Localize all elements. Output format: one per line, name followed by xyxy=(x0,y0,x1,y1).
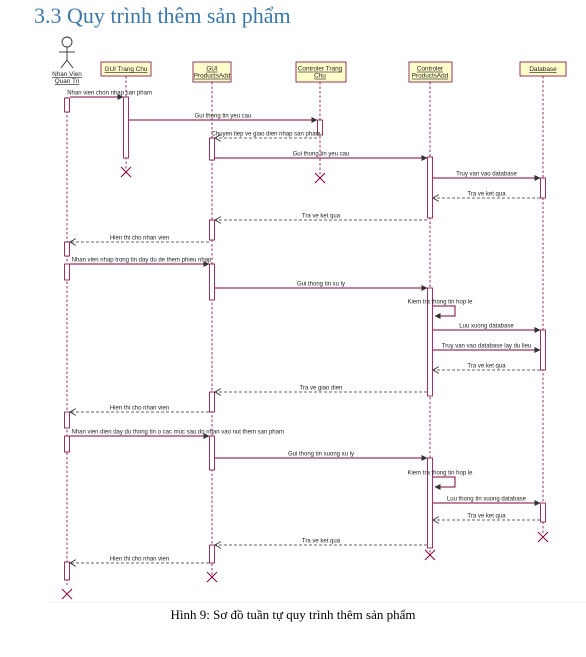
participant-label: ProductsAdd xyxy=(412,73,449,80)
activation-bar xyxy=(64,411,70,429)
participant-box xyxy=(192,61,232,83)
message-label: Gui thong tin yeu cau xyxy=(293,152,350,158)
activation-bar xyxy=(427,457,433,549)
activation-bar xyxy=(64,561,70,581)
destroy-marker-icon xyxy=(120,166,132,178)
message-label: Gui thong tin xuong xu ly xyxy=(288,452,354,458)
activation-bar xyxy=(209,391,215,413)
activation-bar xyxy=(64,97,70,113)
actor-label: Nhan Vien xyxy=(52,71,82,78)
activation-bar xyxy=(540,329,546,371)
participant-label: Chu xyxy=(314,73,326,80)
message-label: Tra ve ket qua xyxy=(467,364,506,370)
activation-bar xyxy=(540,177,546,199)
figure-caption: Hình 9: Sơ đồ tuần tự quy trình thêm sản… xyxy=(170,607,416,622)
self-message-arrow xyxy=(433,476,456,490)
message-label: Kiem tra thong tin hop le xyxy=(407,300,473,306)
message-label: Tra ve ket qua xyxy=(467,192,506,198)
message-label: Chuyen tiep ve giao dien nhap san pham xyxy=(211,132,320,138)
self-message-arrow xyxy=(433,305,456,319)
activation-bar xyxy=(64,241,70,257)
message-label: Nhan vien nhap trong tin day du de them … xyxy=(72,258,212,264)
activation-bar xyxy=(64,435,70,453)
participant-label: GUI Trang Chu xyxy=(105,66,148,73)
message-label: Luu thong tin xuong database xyxy=(447,497,527,503)
participant-box xyxy=(408,61,453,83)
participant-label: Controler xyxy=(417,66,444,73)
activation-bar xyxy=(209,219,215,241)
participant-box xyxy=(295,61,347,83)
participant-box xyxy=(100,61,152,77)
message-label: Hien thi cho nhan vien xyxy=(110,406,169,412)
participant-label: ProductsAdd xyxy=(194,73,231,80)
destroy-marker-icon xyxy=(206,571,218,583)
activation-bar xyxy=(209,435,215,471)
message-label: Nhan vien dien day du thong tin o cac mu… xyxy=(72,430,284,436)
activation-bar xyxy=(540,502,546,523)
message-label: Hien thi cho nhan vien xyxy=(110,557,169,563)
activation-bar xyxy=(209,544,215,564)
message-label: Truy van vao database lay du lieu xyxy=(442,344,532,350)
destroy-marker-icon xyxy=(424,549,436,561)
message-label: Truy van vao database xyxy=(456,172,517,178)
destroy-marker-icon xyxy=(537,531,549,543)
message-label: Nhan vien chon nhap san pham xyxy=(67,91,152,97)
actor-head-icon xyxy=(61,36,73,48)
section-heading: 3.3 Quy trình thêm sản phẩm xyxy=(34,3,291,28)
message-label: Hien thi cho nhan vien xyxy=(110,236,169,242)
destroy-marker-icon xyxy=(314,172,326,184)
message-label: Luu xuong database xyxy=(459,324,514,330)
activation-bar xyxy=(427,156,433,219)
participant-box xyxy=(519,61,567,77)
destroy-marker-icon xyxy=(61,588,73,600)
activation-bar xyxy=(209,137,215,161)
participant-label: Database xyxy=(529,66,557,73)
message-label: Tra ve ket qua xyxy=(467,514,506,520)
activation-bar xyxy=(427,287,433,397)
activation-bar xyxy=(123,96,129,159)
participant-label: GUI xyxy=(206,66,218,73)
activation-bar xyxy=(64,263,70,281)
actor-leg-icon xyxy=(66,59,74,69)
message-label: Kiem tra thong tin hop le xyxy=(407,471,473,477)
message-label: Gui thong tin yeu cau xyxy=(195,114,252,120)
actor-label: Quan Tri xyxy=(55,78,80,85)
message-label: Tra ve giao dien xyxy=(300,386,343,392)
activation-bar xyxy=(317,119,323,136)
message-label: Tra ve ket qua xyxy=(302,214,341,220)
activation-bar xyxy=(209,263,215,301)
actor-leg-icon xyxy=(60,59,68,69)
message-label: Gui thong tin xu ly xyxy=(297,282,345,288)
message-label: Tra ve ket qua xyxy=(302,539,341,545)
participant-label: Controler Trang xyxy=(298,66,343,73)
